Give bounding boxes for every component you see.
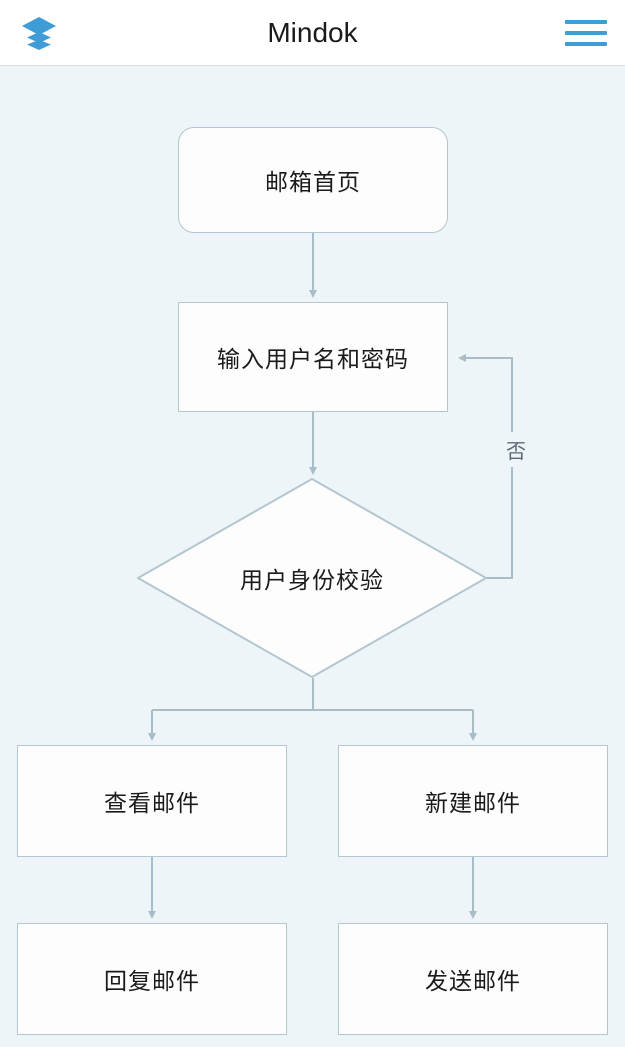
flow-node-start[interactable]: 邮箱首页 bbox=[178, 127, 448, 233]
flow-node-input-label: 输入用户名和密码 bbox=[217, 346, 409, 372]
hamburger-line-3 bbox=[565, 41, 607, 46]
flow-node-new-mail[interactable]: 新建邮件 bbox=[338, 745, 608, 857]
flow-node-view-mail[interactable]: 查看邮件 bbox=[17, 745, 287, 857]
flow-node-send-mail[interactable]: 发送邮件 bbox=[338, 923, 608, 1035]
app-header: Mindok bbox=[0, 0, 625, 66]
edge-decision-to-input-no bbox=[458, 354, 513, 579]
hamburger-line-2 bbox=[565, 30, 607, 35]
flow-node-start-label: 邮箱首页 bbox=[265, 169, 361, 195]
layers-stack-icon[interactable] bbox=[16, 13, 62, 53]
flow-node-reply-mail-label: 回复邮件 bbox=[104, 968, 200, 994]
layers-stack-icon-svg bbox=[22, 16, 56, 50]
flow-node-input[interactable]: 输入用户名和密码 bbox=[178, 302, 448, 412]
hamburger-menu-icon[interactable] bbox=[563, 13, 609, 53]
edge-label-no: 否 bbox=[500, 432, 532, 467]
flow-node-send-mail-label: 发送邮件 bbox=[425, 968, 521, 994]
diamond-shape-icon bbox=[137, 478, 487, 678]
page-title: Mindok bbox=[267, 17, 358, 48]
flow-node-new-mail-label: 新建邮件 bbox=[425, 790, 521, 816]
flow-node-view-mail-label: 查看邮件 bbox=[104, 790, 200, 816]
flow-node-decision-label: 用户身份校验 bbox=[240, 567, 384, 593]
flow-node-decision[interactable]: 用户身份校验 bbox=[137, 478, 487, 678]
hamburger-line-1 bbox=[565, 19, 607, 24]
flowchart-canvas[interactable]: 邮箱首页 输入用户名和密码 用户身份校验 否 查看邮件 新建邮件 回复邮件 发送… bbox=[0, 67, 625, 1047]
flowchart-connectors bbox=[148, 233, 513, 919]
flow-node-reply-mail[interactable]: 回复邮件 bbox=[17, 923, 287, 1035]
